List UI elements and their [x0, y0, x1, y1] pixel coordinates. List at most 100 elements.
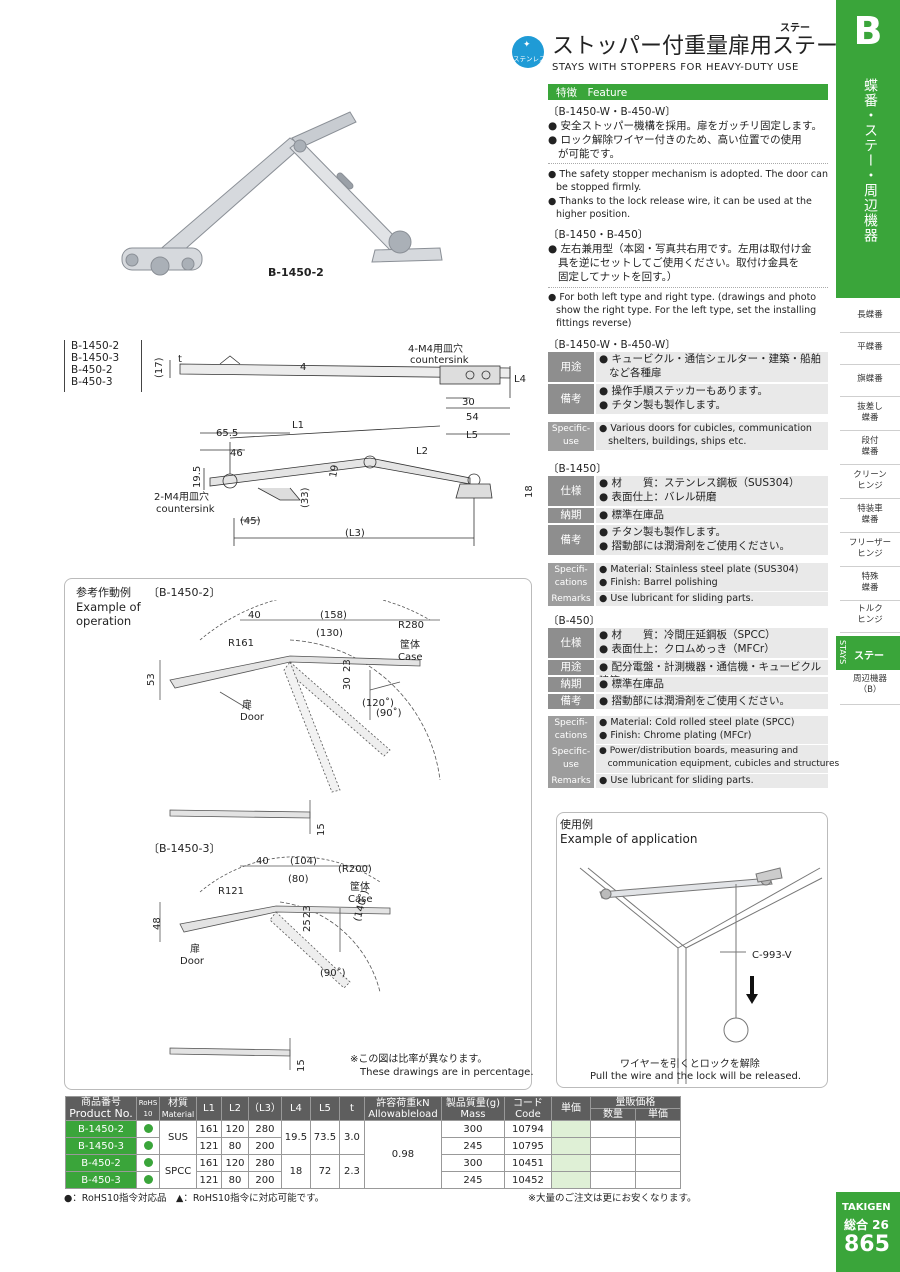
spec-label: Specific- use — [548, 422, 594, 451]
rohs-cell — [136, 1137, 160, 1155]
col-bulk-price: 量販価格 — [589, 1096, 681, 1109]
feature-item-en: ● The safety stopper mechanism is adopte… — [548, 169, 828, 180]
table-row: B-1450-2 SUS 161 120 280 19.5 73.5 3.0 0… — [65, 1120, 681, 1189]
sidebar-item-stays-active[interactable]: STAYS ステー — [836, 636, 900, 670]
feature-item-cont: が可能です。 — [558, 148, 620, 160]
sidebar-item-label: クリーン ヒンジ — [853, 470, 887, 491]
feature-item-en-cont: be stopped firmly. — [556, 182, 642, 193]
dim-48: 48 — [152, 917, 163, 930]
spec-body: ● 配分電盤・計測機器・通信機・キュービクル建築 — [596, 660, 828, 687]
col-rohs: RoHS 10 — [136, 1096, 160, 1121]
category-label: ステー — [780, 23, 810, 34]
sidebar-item-flat-hinge[interactable]: 平蝶番 — [840, 342, 900, 365]
rohs-dot-icon — [143, 1158, 153, 1167]
countersink-4-ja: 4-M4用皿穴 — [408, 342, 463, 355]
product-no-cell[interactable]: B-450-2 — [65, 1154, 137, 1172]
spec-label: Specifi- cations — [548, 716, 594, 745]
product-no-cell[interactable]: B-1450-3 — [65, 1137, 137, 1155]
feature-item-en: ● Thanks to the lock release wire, it ca… — [548, 196, 812, 207]
spec-body: ● キュービクル・通信シェルター・建築・船舶 など各種扉 — [596, 352, 828, 382]
countersink-2-en: countersink — [156, 504, 215, 515]
spec-label: Specifi- cations — [548, 563, 594, 592]
dim-L2: L2 — [416, 446, 428, 457]
rohs-cell — [136, 1120, 160, 1138]
dim-L3: (L3) — [345, 528, 365, 539]
sidebar-item-torque-hinge[interactable]: トルク ヒンジ — [840, 604, 900, 633]
spec-body: ● 標準在庫品 — [596, 677, 828, 692]
sidebar-item-flag-hinge[interactable]: 旗蝶番 — [840, 374, 900, 397]
application-note-en: Pull the wire and the lock will be relea… — [590, 1071, 802, 1082]
spec-row-use: 用途 ● キュービクル・通信シェルター・建築・船舶 など各種扉 — [548, 352, 828, 382]
dim-30: 30 — [462, 397, 475, 408]
product-no-cell[interactable]: B-450-3 — [65, 1171, 137, 1189]
operation-a-lines — [159, 600, 441, 834]
spec-row-delivery: 納期 ● 標準在庫品 — [548, 508, 828, 523]
page-subtitle: STAYS WITH STOPPERS FOR HEAVY-DUTY USE — [552, 62, 799, 73]
dim-130: (130) — [316, 628, 343, 639]
application-note-ja: ワイヤーを引くとロックを解除 — [620, 1059, 760, 1070]
angle-90: (90˚) — [320, 967, 346, 979]
bulk-unit-cell — [634, 1137, 681, 1155]
dim-65-5: 65.5 — [216, 428, 238, 439]
rohs-cell — [136, 1154, 160, 1172]
dim-30: 30 — [342, 677, 353, 690]
radius-121: R121 — [218, 886, 244, 897]
drawing-lines — [169, 355, 511, 546]
sidebar-item-label: 長蝶番 — [857, 310, 883, 320]
angle-120: (120˚) — [362, 697, 394, 709]
sidebar-item-peripherals[interactable]: 周辺機器 （B） — [840, 674, 900, 705]
operation-title-en1: Example of — [76, 600, 141, 614]
application-example-box — [556, 812, 828, 1088]
sidebar-item-long-hinge[interactable]: 長蝶番 — [840, 310, 900, 333]
sidebar-item-liftoff-hinge[interactable]: 抜差し 蝶番 — [840, 402, 900, 431]
sidebar-item-label: 特装車 蝶番 — [857, 504, 883, 525]
dim-46: 46 — [230, 448, 243, 459]
spec-label: 納期 — [548, 508, 594, 523]
operation-diagram-a: 40 (158) (130) R280 R161 筐体 Case 53 30 2… — [146, 600, 441, 836]
spec-row-remarks-en: Remarks ● Use lubricant for sliding part… — [548, 774, 828, 788]
spec-body: ● 摺動部には潤滑剤をご使用ください。 — [596, 694, 828, 709]
qty-cell — [589, 1120, 636, 1138]
dim-80: (80) — [288, 874, 309, 885]
col-L2: L2 — [221, 1096, 249, 1121]
model-label: B-1450-3 — [71, 352, 120, 364]
l5-cell: 72 — [309, 1154, 340, 1189]
col-bulk-unit: 単価 — [634, 1108, 681, 1121]
section-title-label: 蝶番・ステー・周辺機器 — [862, 78, 878, 243]
sidebar-item-vehicle-hinge[interactable]: 特装車 蝶番 — [840, 504, 900, 533]
sidebar-item-offset-hinge[interactable]: 段付 蝶番 — [840, 436, 900, 465]
spec-label: 用途 — [548, 660, 594, 675]
feature-group2-title: 〔B-1450・B-450〕 — [548, 229, 649, 241]
dim-25: 25 — [302, 919, 313, 932]
spec-row-remarks: 備考 ● 操作手順ステッカーもあります。● チタン製も製作します。 — [548, 384, 828, 414]
model-bracket: B-1450-2 B-1450-3 B-450-2 B-450-3 — [64, 340, 142, 392]
dim-19: 19 — [328, 464, 341, 478]
case-label-en: Case — [348, 894, 372, 905]
mass-cell: 245 — [440, 1171, 505, 1189]
dim-54: 54 — [466, 412, 479, 423]
sidebar-item-special-hinge[interactable]: 特殊 蝶番 — [840, 572, 900, 601]
operation-note-en: These drawings are in percentage. — [360, 1067, 534, 1078]
feature-item-cont: 具を逆にセットしてご使用ください。取付け金具を — [558, 257, 800, 269]
section-letter-tab[interactable]: B — [836, 0, 900, 62]
code-cell: 10452 — [503, 1171, 552, 1189]
load-cell: 0.98 — [363, 1120, 442, 1189]
spec-label: 仕様 — [548, 476, 594, 506]
dim-23: 23 — [302, 905, 313, 918]
radius-200: (R200) — [338, 864, 372, 875]
col-L3: （L3） — [248, 1096, 282, 1121]
sidebar-item-clean-hinge[interactable]: クリーン ヒンジ — [840, 470, 900, 499]
product-no-cell[interactable]: B-1450-2 — [65, 1120, 137, 1138]
pull-down-arrow-icon — [746, 976, 758, 1004]
dim-L4: L4 — [514, 374, 526, 385]
dim-40: 40 — [256, 856, 269, 867]
code-cell: 10794 — [503, 1120, 552, 1138]
section-title-tab[interactable]: 蝶番・ステー・周辺機器 — [836, 62, 900, 298]
application-title-ja: 使用例 — [560, 818, 593, 831]
divider — [548, 163, 828, 164]
star-icon: ✦ — [523, 40, 531, 50]
dim-53: 53 — [146, 673, 157, 686]
sidebar-item-freezer-hinge[interactable]: フリーザー ヒンジ — [840, 538, 900, 567]
